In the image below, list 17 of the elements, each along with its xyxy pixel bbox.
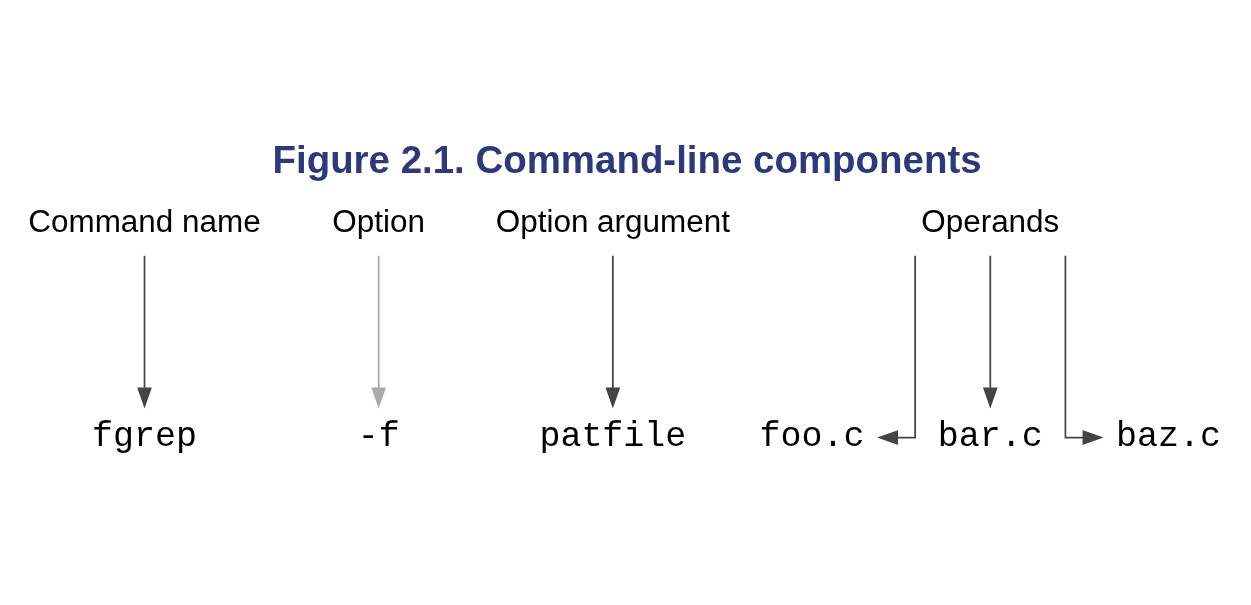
node-text: baz.c xyxy=(1116,416,1221,456)
node-text: Operands xyxy=(921,203,1060,239)
node-text: bar.c xyxy=(937,416,1043,456)
node-text: Command name xyxy=(28,203,261,239)
node-text: fgrep xyxy=(92,416,197,456)
arrow xyxy=(1064,254,1104,445)
node-text: Option xyxy=(332,203,425,239)
node-text: Option argument xyxy=(495,203,730,239)
arrow xyxy=(371,254,387,409)
diagram-title: Figure 2.1. Command-line components xyxy=(272,137,982,181)
arrow xyxy=(982,254,998,409)
node-text: -f xyxy=(357,416,400,456)
node-text: patfile xyxy=(539,416,687,456)
arrow xyxy=(137,254,152,409)
arrow xyxy=(605,254,621,409)
arrow xyxy=(877,254,916,445)
node-text: foo.c xyxy=(759,416,865,456)
